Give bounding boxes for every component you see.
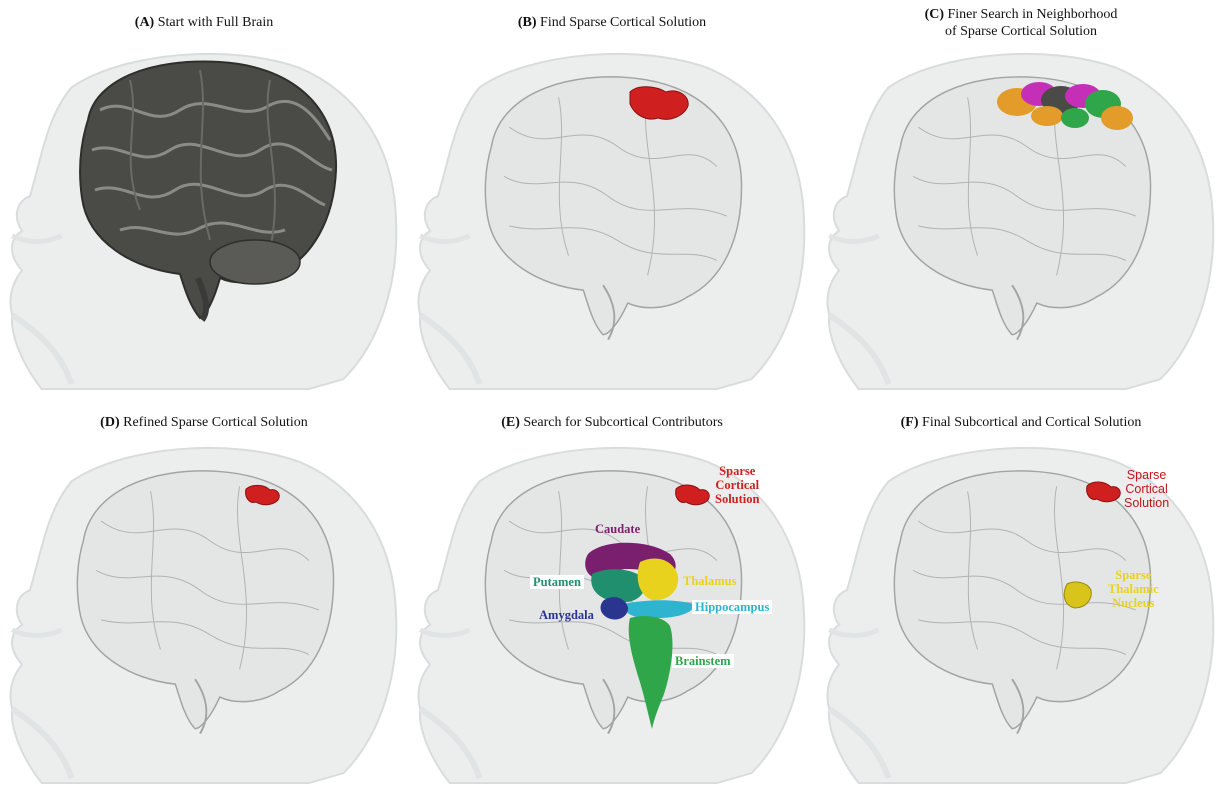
label-putamen: Putamen [530, 575, 584, 589]
label-thal-line1: Sparse [1115, 568, 1151, 582]
panel-f: (F) Final Subcortical and Cortical Solut… [817, 394, 1225, 788]
head-illustration-e [408, 394, 816, 788]
panel-d: (D) Refined Sparse Cortical Solution [0, 394, 408, 788]
panel-a: (A) Start with Full Brain [0, 0, 408, 394]
label-sparse-line2: Cortical [715, 478, 759, 492]
label-sparse-line1: Sparse [1127, 468, 1167, 482]
label-sparse-line3: Solution [1124, 496, 1169, 510]
label-sparse-cortical: Sparse Cortical Solution [712, 464, 762, 506]
panel-e: (E) Search for Subcortical Contributors … [408, 394, 816, 788]
head-illustration-c [817, 0, 1225, 394]
label-sparse-thalamic-nucleus: Sparse Thalamic Nucleus [1105, 568, 1162, 610]
label-hippocampus: Hippocampus [692, 600, 772, 614]
head-illustration-d [0, 394, 408, 788]
head-illustration-a [0, 0, 408, 394]
label-thal-line2: Thalamic [1108, 582, 1159, 596]
head-illustration-b [408, 0, 816, 394]
panel-c: (C) Finer Search in Neighborhood of Spar… [817, 0, 1225, 394]
label-thal-line3: Nucleus [1112, 596, 1154, 610]
label-sparse-line3: Solution [715, 492, 759, 506]
label-brainstem: Brainstem [672, 654, 734, 668]
label-thalamus: Thalamus [680, 574, 740, 588]
label-amygdala: Amygdala [536, 608, 597, 622]
label-sparse-line2: Cortical [1125, 482, 1167, 496]
panel-b: (B) Find Sparse Cortical Solution [408, 0, 816, 394]
label-sparse-cortical: Sparse Cortical Solution [1121, 468, 1172, 510]
label-sparse-line1: Sparse [719, 464, 755, 478]
label-caudate: Caudate [592, 522, 643, 536]
head-illustration-f [817, 394, 1225, 788]
